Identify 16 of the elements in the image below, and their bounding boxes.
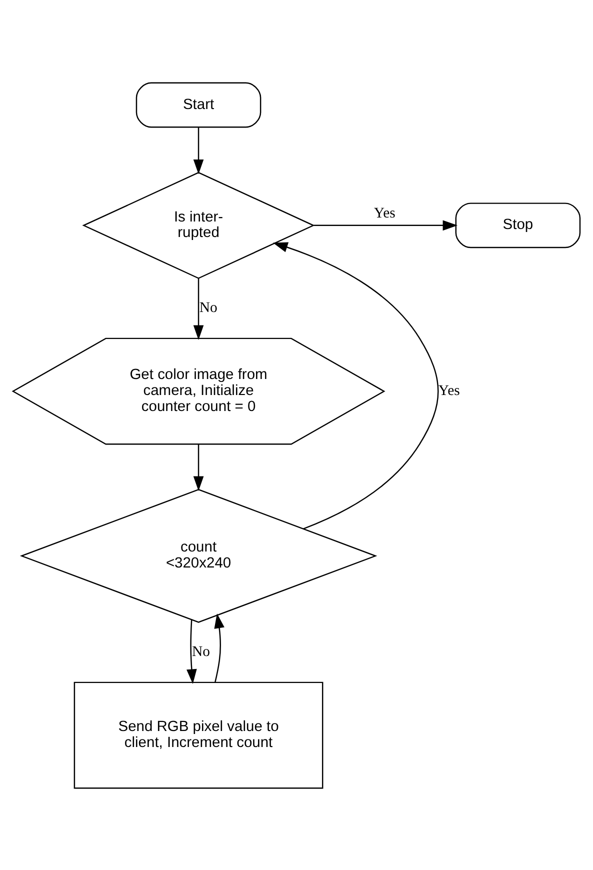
node-diamond: Is inter- rupted [82, 171, 315, 278]
edge-label: No [199, 300, 218, 316]
arrow [193, 444, 204, 491]
node-box: Stop [455, 202, 581, 248]
edge-label: No [192, 644, 210, 660]
arrow [193, 278, 204, 340]
node-box: Send RGB pixel value to client, Increment count [74, 681, 324, 788]
edge-label: Yes [374, 205, 396, 222]
edge-label: Yes [438, 382, 460, 399]
arrow [193, 126, 204, 174]
arrow [314, 220, 458, 230]
arrow [272, 242, 439, 529]
arrow [186, 619, 197, 684]
node-diamond: count <320x240 [20, 488, 378, 622]
node-box: Start [136, 82, 262, 128]
arrow [214, 612, 224, 682]
